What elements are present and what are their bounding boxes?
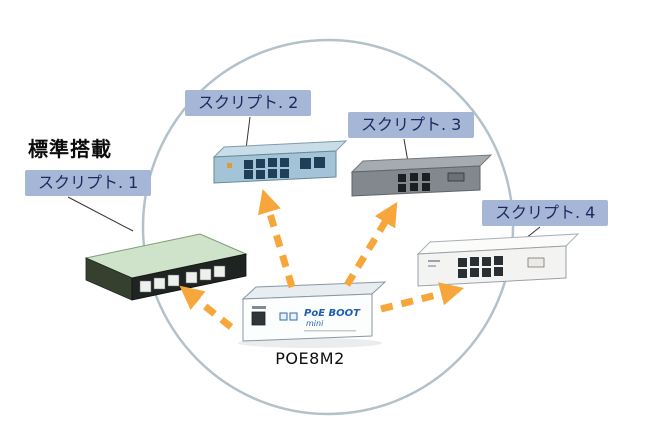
device-model-label: POE8M2 xyxy=(275,349,345,368)
arrow-to-script2 xyxy=(258,189,296,289)
label-script-1: スクリプト. 1 xyxy=(25,170,152,196)
label-standard: 標準搭載 xyxy=(28,137,112,161)
arrow-to-script1 xyxy=(179,285,234,330)
white-switch xyxy=(416,233,580,287)
callout-line-1 xyxy=(67,196,134,232)
arrow-to-script4 xyxy=(380,282,465,313)
green-switch xyxy=(84,233,248,301)
blue-switch xyxy=(212,140,348,184)
brand-text-bottom: mini xyxy=(306,319,324,328)
label-script-4: スクリプト. 4 xyxy=(482,200,609,226)
label-script-3: スクリプト. 3 xyxy=(348,112,475,138)
gray-switch xyxy=(350,154,493,197)
label-script-2: スクリプト. 2 xyxy=(185,90,312,116)
rj45-port xyxy=(251,311,266,326)
callout-line-2 xyxy=(245,116,251,150)
arrow-to-script3 xyxy=(344,201,398,287)
brand-text-top: PoE BOOT xyxy=(304,308,361,319)
